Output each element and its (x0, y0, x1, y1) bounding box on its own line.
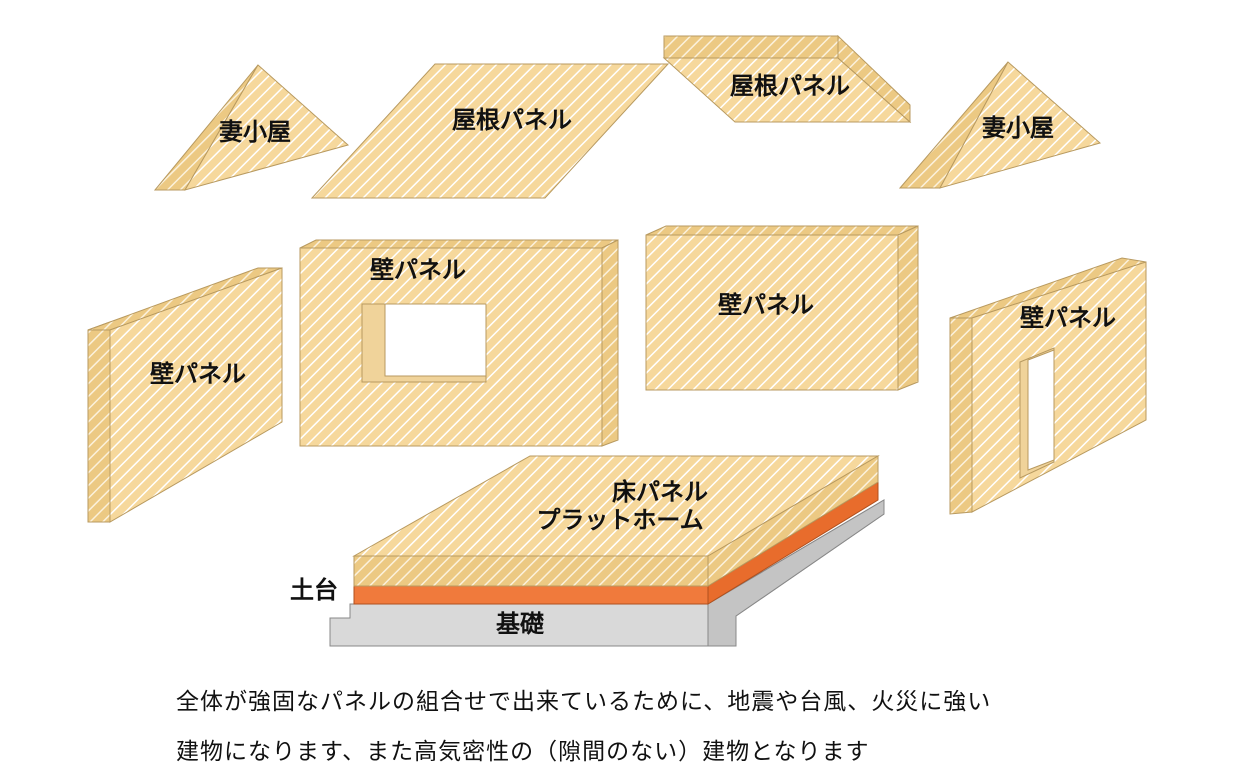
floor-label-line1: 床パネル (612, 478, 708, 506)
gable-panel-left: 妻小屋 (153, 64, 350, 191)
sill-layer (353, 481, 879, 605)
sill-label: 土台 (290, 576, 338, 604)
gable-panel-right: 妻小屋 (898, 61, 1102, 189)
roof-small-label: 屋根パネル (730, 72, 850, 100)
caption-line-1: 全体が強固なパネルの組合せで出来ているために、地震や台風、火災に強い (176, 689, 992, 715)
foundation-layer (329, 499, 885, 647)
gable-left-label: 妻小屋 (219, 118, 291, 146)
roof-main-label: 屋根パネル (452, 106, 572, 134)
wall-panel-center: 壁パネル (645, 225, 919, 391)
roof-panel-small: 屋根パネル (662, 34, 912, 124)
gable-right-label: 妻小屋 (982, 114, 1054, 142)
window-opening (361, 303, 487, 383)
floor-platform: 床パネル プラットホーム 土台 基礎 (290, 455, 885, 647)
floor-label-line2: プラットホーム (536, 506, 703, 534)
wall-panel-right: 壁パネル (949, 257, 1147, 515)
caption-line-2: 建物になります、また高気密性の（隙間のない）建物となります (176, 739, 870, 765)
door-opening (1019, 347, 1055, 479)
wall-panel-left: 壁パネル (87, 267, 283, 523)
wall-left-label: 壁パネル (150, 360, 246, 388)
wall-right-label: 壁パネル (1020, 304, 1116, 332)
roof-panel-main: 屋根パネル (310, 63, 670, 199)
foundation-label: 基礎 (496, 610, 544, 638)
wall-center-label: 壁パネル (718, 291, 814, 319)
wall-panel-window: 壁パネル (299, 239, 619, 447)
wall-window-label: 壁パネル (370, 256, 466, 284)
